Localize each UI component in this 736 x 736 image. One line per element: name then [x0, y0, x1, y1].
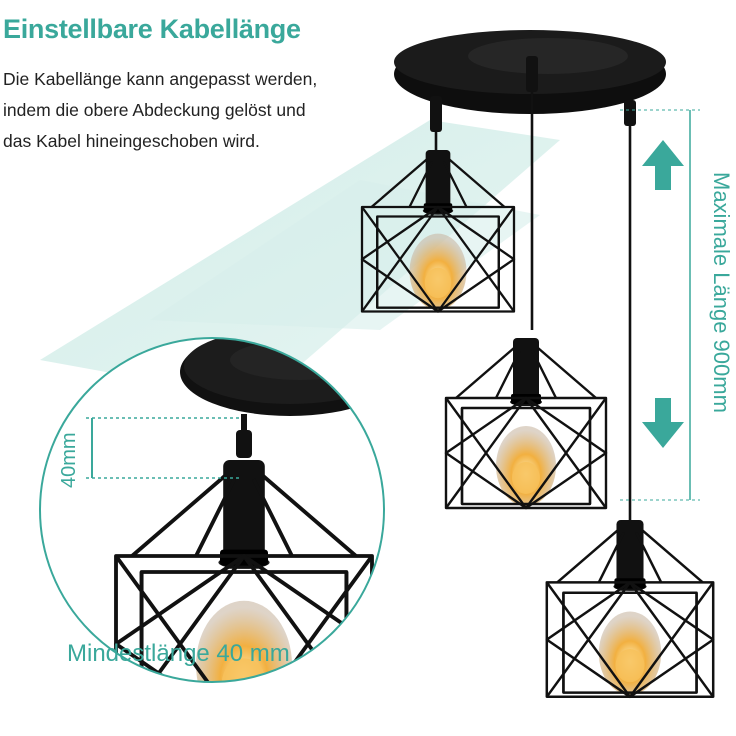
description-line: Die Kabellänge kann angepasst werden,	[3, 69, 318, 89]
zoom-detail-circle	[39, 337, 385, 683]
arrow-up-icon	[642, 140, 684, 190]
min-length-label: Mindestlänge 40 mm	[67, 640, 290, 667]
max-length-label: Maximale Länge 900mm	[709, 172, 734, 413]
description-line: das Kabel hineingeschoben wird.	[3, 131, 260, 151]
max-length-marker	[620, 109, 700, 501]
min-dimension-label: 40mm	[58, 432, 80, 488]
min-dimension-marker	[86, 417, 240, 479]
page-title: Einstellbare Kabellänge	[3, 14, 301, 44]
description-line: indem die obere Abdeckung gelöst und	[3, 100, 306, 120]
pendant-lamp-2	[444, 336, 608, 510]
description-text: Die Kabellänge kann angepasst werden, in…	[3, 64, 348, 157]
arrow-down-icon	[642, 398, 684, 448]
pendant-lamp-3	[545, 518, 715, 699]
